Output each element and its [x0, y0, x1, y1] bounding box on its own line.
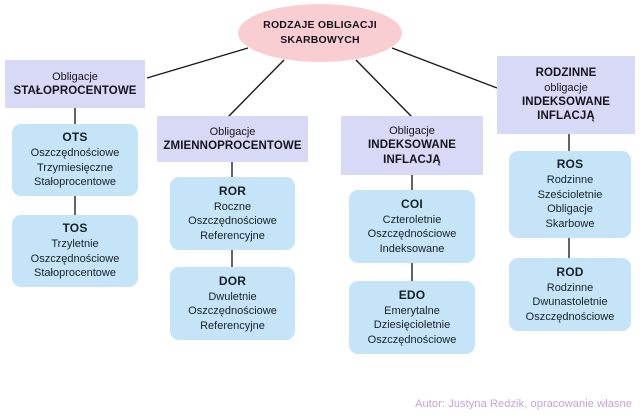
connector-root-to-rodzinne: [391, 47, 498, 89]
bond-node-ots[interactable]: OTS Oszczędnościowe Trzymiesięczne Stało…: [12, 124, 138, 196]
category-label-line: obligacje: [544, 81, 588, 94]
bond-code: COI: [401, 196, 423, 211]
bond-line: Roczne: [213, 200, 252, 213]
category-label-line: ZMIENNOPROCENTOWE: [163, 139, 302, 152]
bond-line: Oszczędnościowe: [367, 228, 457, 241]
category-staloprocentowe[interactable]: Obligacje STAŁOPROCENTOWE: [5, 60, 145, 108]
connector-root-to-zmiennoprocentowe: [227, 59, 285, 118]
connector-root-to-indeksowane: [355, 59, 413, 118]
bond-line: Sześcioletnie: [537, 188, 603, 201]
category-label-line: RODZINNE: [535, 66, 597, 79]
bond-code: ROD: [556, 264, 584, 279]
bond-line: Obligacje: [547, 203, 593, 216]
bond-line: Skarbowe: [545, 218, 595, 231]
bond-line: Oszczędnościowe: [30, 147, 120, 160]
bond-node-rod[interactable]: ROD Rodzinne Dwunastoletnie Oszczędności…: [509, 258, 631, 331]
bond-code: EDO: [398, 287, 426, 302]
author-credit: Autor: Justyna Redzik, opracowanie własn…: [415, 398, 632, 410]
bond-code: ROS: [556, 157, 584, 172]
bond-code: OTS: [62, 130, 88, 145]
bond-line: Oszczędnościowe: [30, 252, 120, 265]
bond-line: Oszczędnościowe: [525, 310, 615, 323]
bond-node-coi[interactable]: COI Czteroletnie Oszczędnościowe Indekso…: [349, 190, 475, 263]
bond-line: Oszczędnościowe: [188, 305, 277, 318]
bond-line: Stałoprocentowe: [34, 176, 116, 189]
bond-node-ros[interactable]: ROS Rodzinne Sześcioletnie Obligacje Ska…: [509, 151, 631, 238]
root-node: RODZAJE OBLIGACJI SKARBOWYCH: [238, 4, 402, 62]
root-title-line2: SKARBOWYCH: [280, 34, 360, 46]
bond-code: TOS: [62, 221, 88, 236]
bond-line: Emerytalne: [384, 304, 440, 317]
connector-root-to-staloprocentowe: [146, 47, 249, 79]
bond-line: Oszczędnościowe: [188, 215, 277, 228]
bond-line: Oszczędnościowe: [367, 333, 457, 346]
bond-line: Dwunastoletnie: [532, 296, 608, 309]
bond-line: Dziesięcioletnie: [373, 319, 451, 332]
category-label-line: INFLACJĄ: [537, 110, 595, 123]
category-label-line: Obligacje: [209, 125, 256, 138]
bond-line: Dwuletnie: [208, 290, 257, 303]
bond-line: Stałoprocentowe: [34, 267, 116, 280]
category-zmiennoprocentowe[interactable]: Obligacje ZMIENNOPROCENTOWE: [157, 116, 308, 162]
category-label-line: INDEKSOWANE: [368, 138, 456, 151]
category-label-line: INFLACJĄ: [383, 153, 441, 166]
category-label-line: STAŁOPROCENTOWE: [13, 84, 137, 97]
bond-line: Indeksowane: [379, 242, 445, 255]
bond-node-dor[interactable]: DOR Dwuletnie Oszczędnościowe Referencyj…: [170, 267, 295, 340]
category-label-line: Obligacje: [389, 124, 435, 137]
bond-code: ROR: [218, 183, 247, 198]
bond-line: Referencyjne: [200, 229, 265, 242]
root-title-line1: RODZAJE OBLIGACJI: [263, 18, 377, 31]
bond-code: DOR: [218, 273, 247, 288]
bond-line: Rodzinne: [546, 174, 594, 187]
category-label-line: Obligacje: [52, 70, 98, 83]
bond-line: Rodzinne: [546, 281, 594, 294]
bond-line: Referencyjne: [200, 319, 265, 332]
bond-node-edo[interactable]: EDO Emerytalne Dziesięcioletnie Oszczędn…: [349, 281, 475, 354]
bond-line: Trzymiesięczne: [37, 161, 113, 174]
category-label-line: INDEKSOWANE: [522, 95, 610, 108]
bond-line: Trzyletnie: [51, 238, 99, 251]
bond-node-tos[interactable]: TOS Trzyletnie Oszczędnościowe Stałoproc…: [12, 215, 138, 287]
bond-line: Czteroletnie: [382, 213, 442, 226]
bond-node-ror[interactable]: ROR Roczne Oszczędnościowe Referencyjne: [170, 177, 295, 250]
category-indeksowane-inflacja[interactable]: Obligacje INDEKSOWANE INFLACJĄ: [341, 116, 483, 175]
category-rodzinne[interactable]: RODZINNE obligacje INDEKSOWANE INFLACJĄ: [497, 56, 635, 134]
